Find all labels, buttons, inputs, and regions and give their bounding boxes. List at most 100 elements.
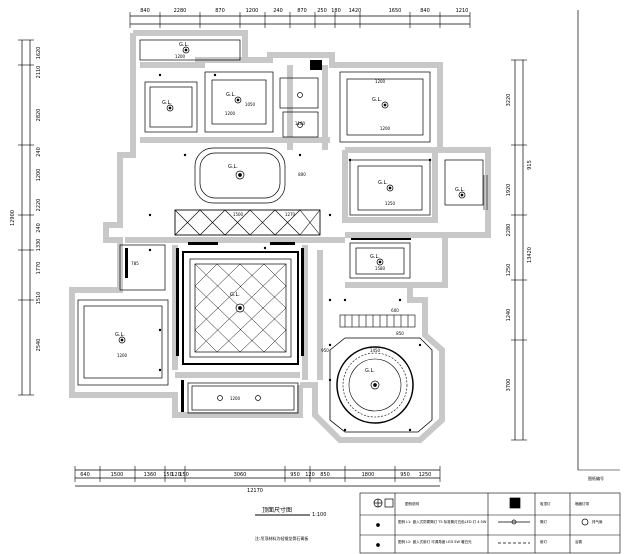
room-dim-2: 1050 — [245, 102, 256, 107]
dim-left-5: 1200 — [36, 169, 42, 182]
room-labels: G.L. G.L. G.L. G.L. G.L. G.L. G.L. G.L. … — [115, 42, 465, 374]
dim-right-5: 1250 — [506, 264, 512, 277]
room-dim-8: 785 — [131, 261, 139, 266]
dim-right-1: 3220 — [506, 94, 512, 107]
dim-bottom-7: 3060 — [234, 472, 247, 478]
dim-top-11: 840 — [420, 8, 430, 14]
room-dim-5: 1500 — [233, 212, 244, 217]
dim-left-11: 2540 — [36, 339, 42, 352]
legend-header: 图例说明 — [405, 501, 419, 506]
dim-bottom-13: 1250 — [419, 472, 432, 478]
dim-left-1: 1620 — [36, 47, 42, 60]
room-dim-15: 1270 — [285, 212, 296, 217]
dim-left-total: 12900 — [10, 210, 16, 226]
legend-text: 图例说明 图例 L1: 嵌入式防雾筒灯 T5 标准筒灯白色LED 灯 4.5W … — [398, 475, 604, 544]
legend-table — [359, 492, 621, 554]
drawing-title: 顶面尺寸图 1:100 注:吊顶材料为轻钢龙骨石膏板 — [255, 506, 326, 541]
dim-bottom-10: 850 — [320, 472, 330, 478]
room-label-8: G.L. — [115, 332, 125, 338]
room-dim-6: 800 — [298, 172, 306, 177]
room-label-9: G.L. — [230, 292, 240, 298]
plan-scale: 1:100 — [312, 512, 326, 518]
right-dimension-labels: 3220 915 1920 2280 1250 1240 3700 13420 — [506, 94, 533, 392]
legend-item-1: 吸顶灯 — [540, 501, 551, 506]
room-dim-4: 1200 — [380, 126, 391, 131]
room-dim-17: 600 — [391, 308, 399, 313]
legend-note-1: 图例 L1: 嵌入式防雾筒灯 T5 标准筒灯白色LED 灯 4.5W — [398, 519, 487, 524]
dim-top-2: 2280 — [174, 8, 187, 14]
dim-left-3: 2820 — [36, 109, 42, 122]
dim-left-6: 2220 — [36, 199, 42, 212]
dim-top-6: 870 — [297, 8, 307, 14]
window-mark — [483, 175, 488, 210]
legend-note-2: 图例 L2: 嵌入式射灯 可调角度 LED 5W 暖白光 — [398, 539, 472, 544]
ceiling-strips — [125, 60, 411, 412]
dim-bottom-11: 1800 — [362, 472, 375, 478]
dim-bottom-3: 1360 — [144, 472, 157, 478]
legend-symbols — [373, 497, 589, 547]
room-label-5: G.L. — [378, 180, 388, 186]
round-ceiling — [329, 337, 433, 433]
dim-right-2: 915 — [527, 160, 533, 170]
corner-tag: 图纸编号 — [588, 475, 604, 481]
dim-left-8: 1330 — [36, 239, 42, 252]
dim-right-7: 3700 — [506, 379, 512, 392]
dim-left-2: 2110 — [36, 66, 42, 79]
room-dim-3: 1200 — [225, 111, 236, 116]
room-label-4: G.L. — [372, 97, 382, 103]
corridor-hatch — [174, 209, 321, 236]
dim-right-6: 1240 — [506, 309, 512, 322]
dim-left-7: 240 — [36, 223, 42, 233]
room-dimension-labels: 1200 1050 1200 1200 1500 800 1250 785 12… — [117, 54, 404, 401]
dim-top-9: 1420 — [349, 8, 362, 14]
room-label-2: G.L. — [162, 100, 172, 106]
dimension-lines — [21, 10, 579, 487]
room-label-10: G.L. — [365, 368, 375, 374]
cabinet-hatch — [339, 314, 416, 328]
dim-top-4: 1200 — [246, 8, 259, 14]
downlight-dots — [148, 73, 432, 432]
walls — [69, 30, 491, 443]
dim-top-8: 180 — [331, 8, 341, 14]
dim-left-9: 1770 — [36, 262, 42, 275]
dim-bottom-9: 120 — [305, 472, 315, 478]
room-dim-12: 1100 — [295, 121, 306, 126]
top-dimension-labels: 840 2280 870 1200 240 870 250 180 1420 1… — [140, 8, 468, 14]
dim-bottom-12: 950 — [400, 472, 410, 478]
legend-item-6: 浴霸 — [575, 539, 583, 544]
room-outlines — [77, 39, 484, 414]
room-dim-16: 950 — [321, 348, 329, 353]
dim-top-5: 240 — [273, 8, 283, 14]
dim-top-12: 1210 — [456, 8, 469, 14]
dim-top-1: 840 — [140, 8, 150, 14]
dim-right-3: 1920 — [506, 184, 512, 197]
left-dimension-labels: 1620 2110 2820 240 1200 2220 240 1330 17… — [10, 47, 42, 352]
room-label-11: G.L. — [228, 164, 238, 170]
room-dim-10: 1200 — [230, 396, 241, 401]
plan-subtitle: 注:吊顶材料为轻钢龙骨石膏板 — [255, 535, 308, 541]
legend-item-5: 排气扇 — [592, 519, 603, 524]
room-label-7: G.L. — [455, 187, 465, 193]
dim-left-10: 1510 — [36, 292, 42, 305]
room-dim-18: 850 — [396, 331, 404, 336]
legend-item-2: 筒灯 — [540, 519, 548, 524]
dim-bottom-8: 950 — [290, 472, 300, 478]
room-dim-1: 1200 — [175, 54, 186, 59]
dim-top-7: 250 — [317, 8, 327, 14]
dim-bottom-total: 12170 — [247, 488, 263, 494]
room-dim-7: 1250 — [385, 201, 396, 206]
room-label-3: G.L. — [226, 92, 236, 98]
dim-top-10: 1650 — [389, 8, 402, 14]
room-label-6: G.L. — [370, 254, 380, 260]
dim-left-4: 240 — [36, 147, 42, 157]
dim-top-3: 870 — [215, 8, 225, 14]
dimension-ticks — [18, 12, 527, 482]
room-dim-11: 1450 — [370, 348, 381, 353]
dim-bottom-2: 1500 — [111, 472, 124, 478]
legend-item-4: 暗藏灯带 — [575, 501, 589, 506]
room-dim-9: 1200 — [117, 353, 128, 358]
room-dim-13: 1580 — [375, 266, 386, 271]
bottom-dimension-labels: 640 1500 1360 150 120 150 3060 950 120 8… — [80, 472, 431, 494]
room-label-1: G.L. — [179, 42, 189, 48]
